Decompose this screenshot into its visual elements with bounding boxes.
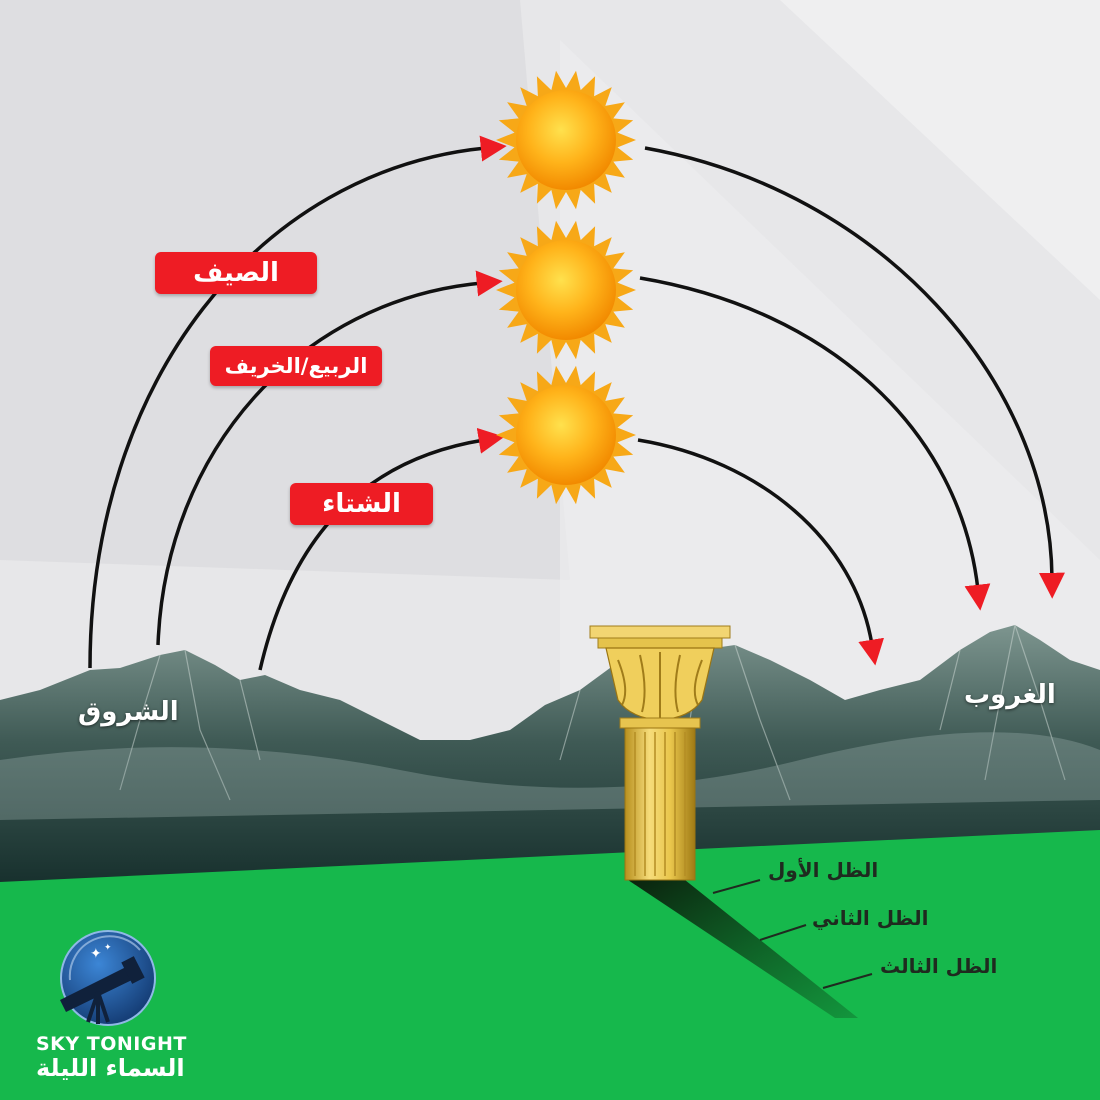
winter-arc-set	[637, 438, 884, 666]
column-icon	[589, 625, 731, 881]
sunrise-label: الشروق	[78, 697, 179, 727]
first-shadow-label: الظل الأول	[768, 858, 879, 882]
brand-name-arabic: السماء الليلة	[36, 1054, 185, 1082]
sun-icon	[496, 70, 636, 210]
mountain-mist	[0, 732, 1100, 820]
second-shadow-label: الظل الثاني	[812, 906, 929, 930]
spring-arc-rise	[156, 270, 503, 646]
sunset-label: الغروب	[964, 680, 1056, 710]
summer-label: الصيف	[155, 252, 317, 294]
shadow-pointer-2	[759, 924, 807, 941]
svg-text:✦: ✦	[104, 943, 112, 953]
sun-disc	[516, 385, 616, 485]
sun-icon	[496, 365, 636, 505]
spring-arc-set	[639, 276, 991, 611]
brand-name-english: SKY TONIGHT	[36, 1033, 187, 1055]
summer-arc-set	[644, 146, 1065, 599]
spring-autumn-label: الربيع/الخريف	[210, 346, 382, 386]
third-shadow-label: الظل الثالث	[880, 954, 998, 978]
shadow-pointer-1	[712, 879, 761, 894]
sun-icon	[496, 220, 636, 360]
svg-text:✦: ✦	[90, 946, 102, 962]
shadow-pointer-3	[822, 973, 873, 989]
summer-arc-rise	[88, 135, 507, 669]
mountain-range	[0, 625, 1100, 885]
winter-label: الشتاء	[290, 483, 433, 525]
ground	[0, 830, 1100, 1100]
sun-disc	[516, 90, 616, 190]
sky-shade-center	[560, 40, 1100, 720]
column-shadow	[628, 880, 858, 1018]
telescope-icon: ✦ ✦	[60, 930, 156, 1026]
sun-disc	[516, 240, 616, 340]
sky-shade-right	[780, 0, 1100, 300]
